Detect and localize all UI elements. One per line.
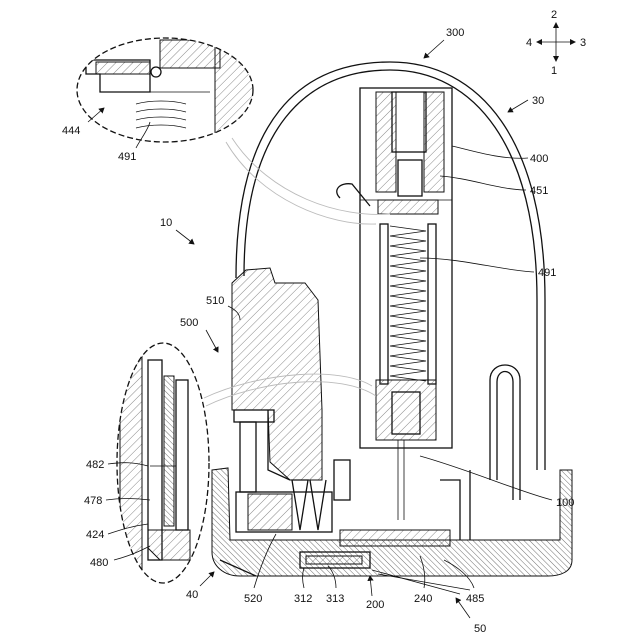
label-451: 451 — [530, 185, 548, 197]
compass-right-label: 3 — [580, 37, 586, 49]
label-480: 480 — [90, 557, 108, 569]
label-500: 500 — [180, 317, 198, 329]
label-424: 424 — [86, 529, 104, 541]
label-478: 478 — [84, 495, 102, 507]
compass-down-label: 1 — [551, 65, 557, 77]
left-inset-view — [117, 340, 209, 590]
label-312: 312 — [294, 593, 312, 605]
label-240: 240 — [414, 593, 432, 605]
label-400: 400 — [530, 153, 548, 165]
top-inset-view — [77, 38, 265, 142]
label-491-main: 491 — [538, 267, 556, 279]
label-520: 520 — [244, 593, 262, 605]
label-444: 444 — [62, 125, 80, 137]
label-30: 30 — [532, 95, 544, 107]
compass-left-label: 4 — [526, 37, 532, 49]
label-482: 482 — [86, 459, 104, 471]
label-10: 10 — [160, 217, 172, 229]
label-100: 100 — [556, 497, 574, 509]
central-cartridge — [337, 88, 452, 520]
compass-up-label: 2 — [551, 9, 557, 21]
label-510: 510 — [206, 295, 224, 307]
label-200: 200 — [366, 599, 384, 611]
label-485: 485 — [466, 593, 484, 605]
label-50: 50 — [474, 623, 486, 635]
spring-491 — [390, 226, 426, 381]
label-40: 40 — [186, 589, 198, 601]
label-313: 313 — [326, 593, 344, 605]
direction-compass: 2 1 4 3 — [526, 9, 586, 77]
label-491-inset: 491 — [118, 151, 136, 163]
label-300: 300 — [446, 27, 464, 39]
